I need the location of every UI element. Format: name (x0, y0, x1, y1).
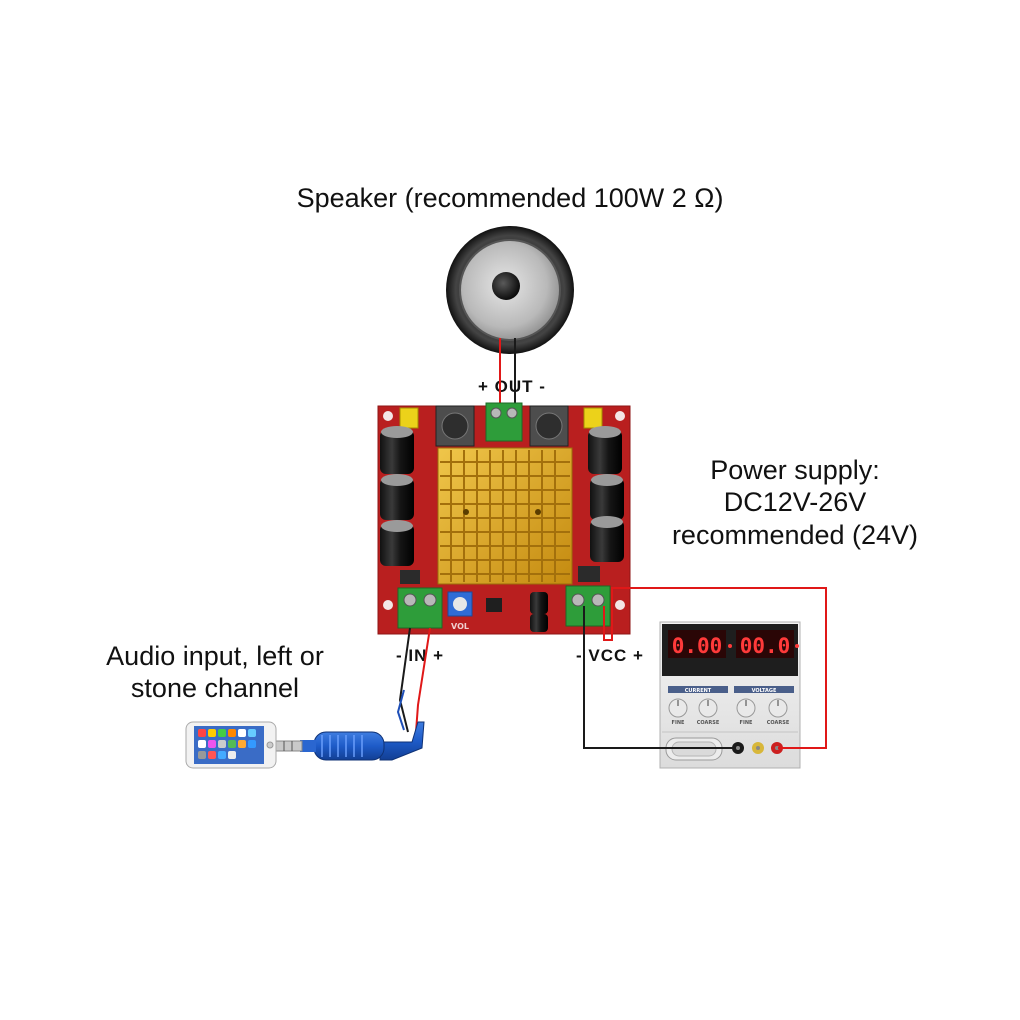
phone-app-icons (198, 729, 256, 759)
vcc-terminal-block (565, 585, 611, 627)
smartphone (185, 721, 277, 769)
amplifier-board: VOL (377, 402, 631, 635)
current-group-label: CURRENT (685, 688, 712, 694)
heatsink (437, 447, 573, 585)
voltage-coarse-knob[interactable] (768, 698, 788, 718)
knob-label-coarse-1: COARSE (697, 720, 720, 726)
audio-input-wires (396, 627, 431, 733)
vol-label: VOL (451, 622, 469, 631)
inductor-right (529, 405, 569, 447)
current-fine-knob[interactable] (668, 698, 688, 718)
power-caption-line-1: Power supply: (710, 455, 880, 485)
input-terminal-block (397, 587, 443, 629)
audio-caption-line-2: stone channel (130, 673, 300, 704)
vcc-terminal-label: - VCC + (576, 646, 644, 665)
inductor-left (435, 405, 475, 447)
output-terminals[interactable] (732, 742, 783, 754)
audio-cable (275, 721, 425, 761)
dc-power-supply: 0.00 00.0 CURRENT VOLTAGE FINE COARSE (659, 621, 801, 769)
power-wires (583, 587, 827, 749)
voltage-fine-knob[interactable] (736, 698, 756, 718)
knob-label-coarse-2: COARSE (767, 720, 790, 726)
volume-potentiometer: VOL (447, 591, 473, 631)
voltage-readout: 00.0 (740, 634, 791, 658)
current-coarse-knob[interactable] (698, 698, 718, 718)
current-readout: 0.00 (672, 634, 723, 658)
knob-label-fine-1: FINE (672, 720, 685, 726)
audio-caption-line-1: Audio input, left or (106, 641, 324, 671)
audio-input-caption: Audio input, left or stone channel (70, 640, 360, 705)
voltage-display: 00.0 (736, 630, 794, 658)
current-display: 0.00 (668, 630, 726, 658)
capacitors-right (588, 426, 624, 562)
speaker (446, 226, 574, 354)
knob-label-fine-2: FINE (740, 720, 753, 726)
voltage-group-label: VOLTAGE (752, 688, 777, 694)
speaker-wires (499, 338, 516, 405)
output-terminal-block (485, 402, 523, 442)
output-terminal-label: + OUT - (478, 377, 546, 396)
capacitors-left (380, 426, 414, 566)
speaker-caption: Speaker (recommended 100W 2 Ω) (296, 183, 724, 213)
power-supply-caption: Power supply: DC12V-26V recommended (24V… (640, 454, 950, 551)
power-caption-line-2: DC12V-26V (723, 487, 867, 518)
power-caption-line-3: recommended (24V) (671, 519, 919, 550)
